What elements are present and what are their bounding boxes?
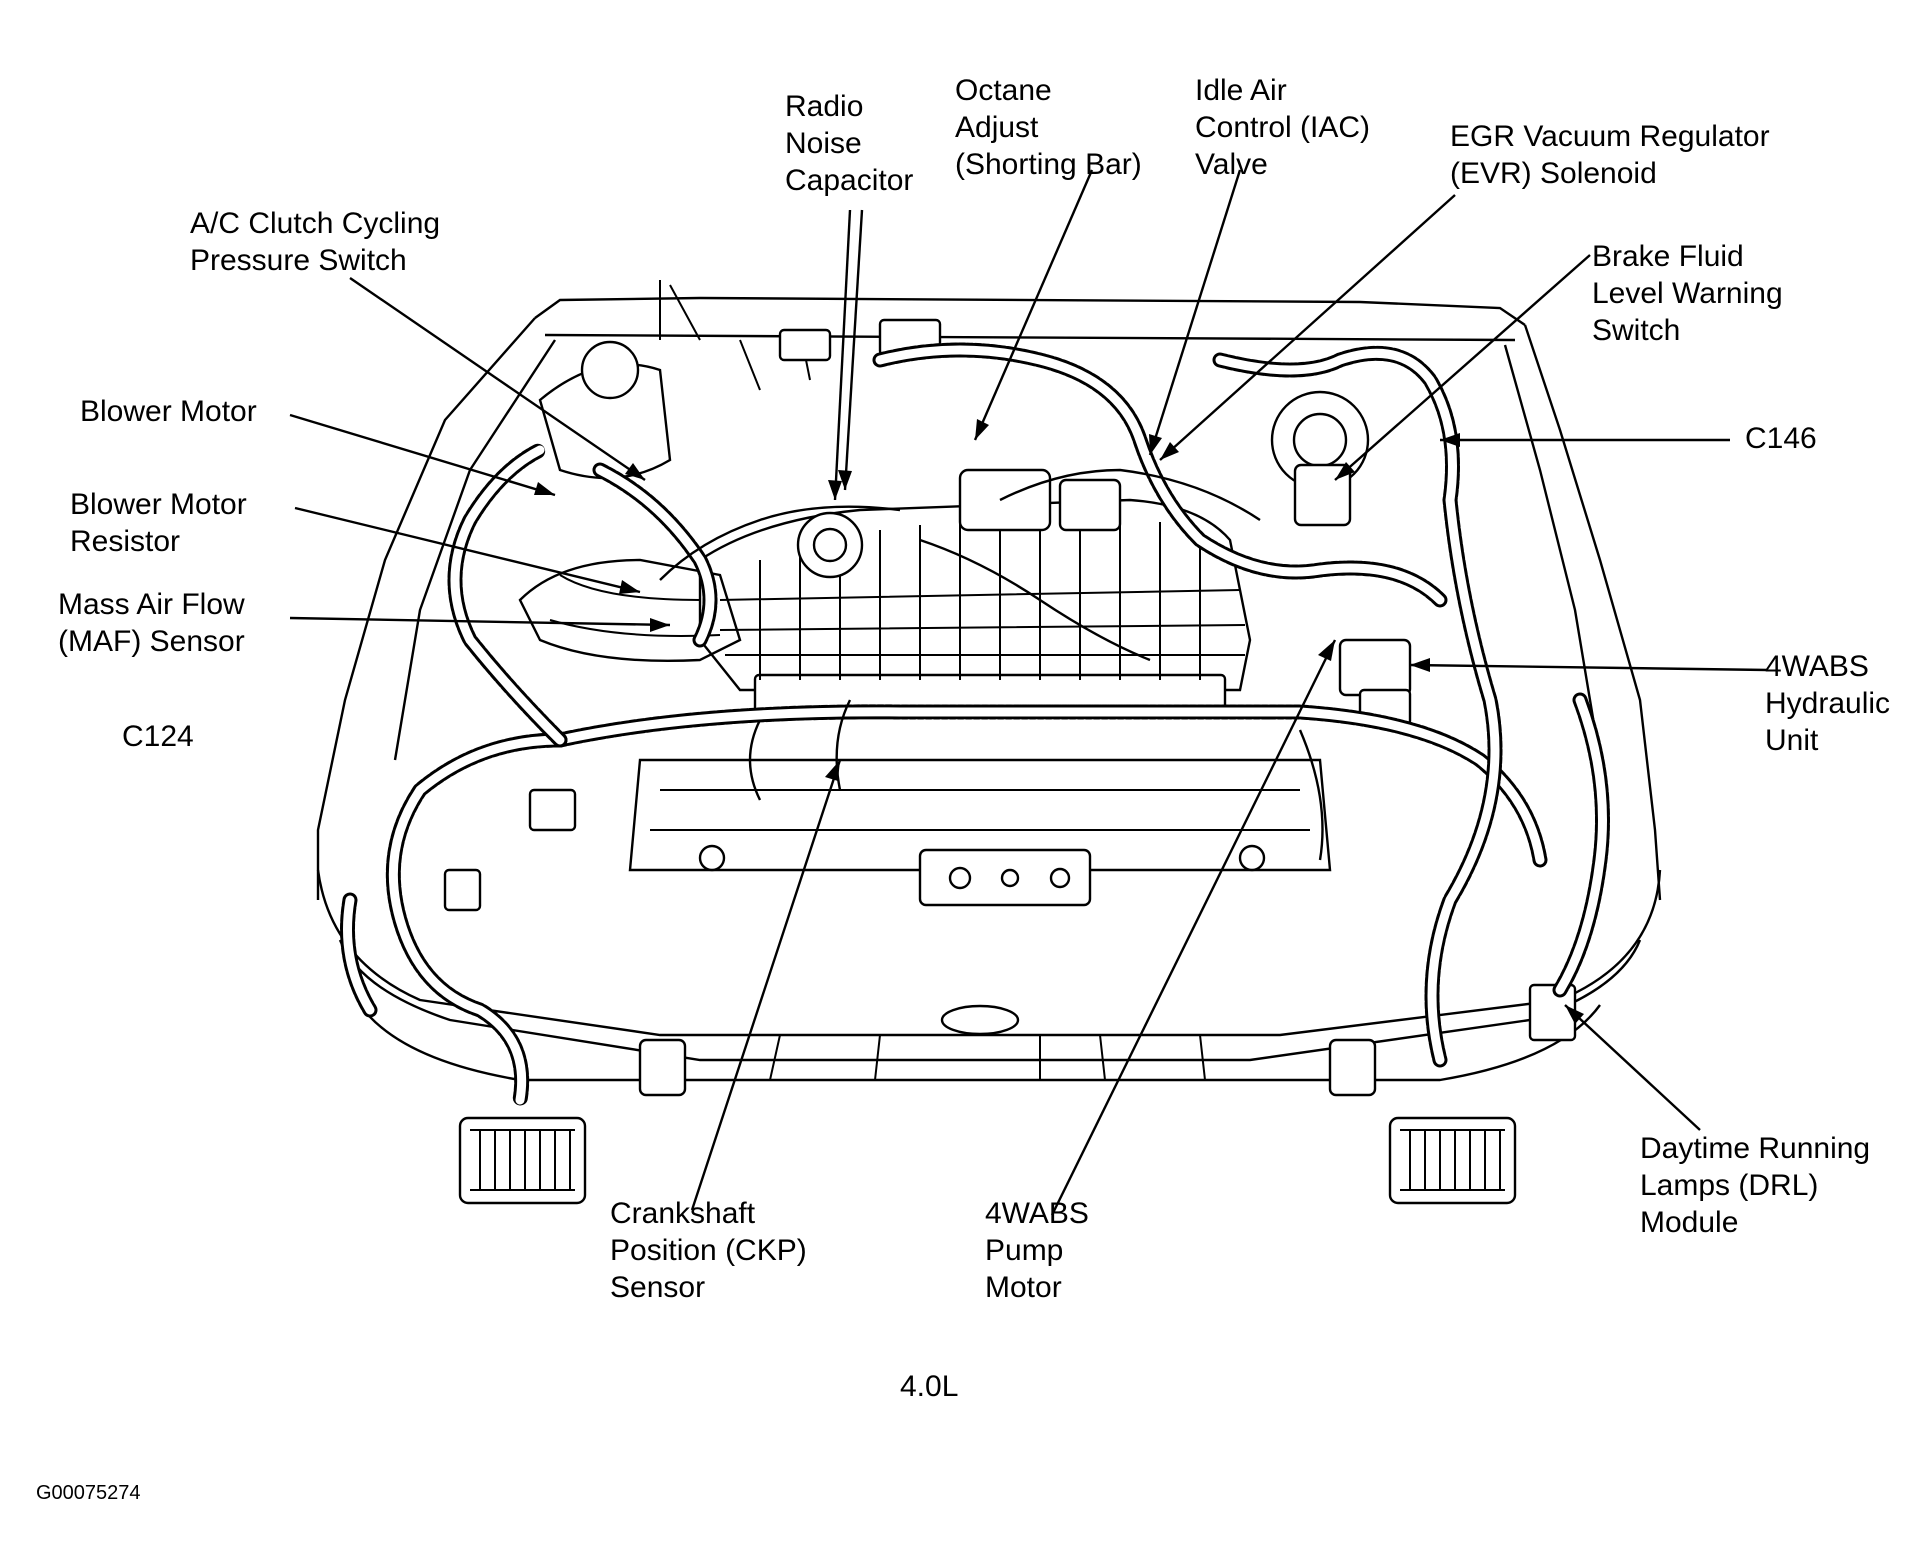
label-c124: C124 [122, 720, 194, 753]
label-blower-motor-resistor: Blower Motor Resistor [70, 488, 247, 558]
label-4wabs-hydraulic-unit: 4WABS Hydraulic Unit [1765, 650, 1891, 757]
4wabs-hydraulic-unit-body [1338, 638, 1412, 697]
label-ckp-sensor: Crankshaft Position (CKP) Sensor [610, 1197, 807, 1304]
engine-caption: 4.0L [900, 1370, 959, 1403]
label-octane-adjust: Octane Adjust (Shorting Bar) [955, 74, 1142, 181]
label-iac-valve: Idle Air Control (IAC) Valve [1195, 74, 1371, 181]
engine-assembly [443, 280, 1577, 1097]
label-c146: C146 [1745, 422, 1817, 455]
label-brake-fluid-switch: Brake Fluid Level Warning Switch [1592, 240, 1783, 347]
left-fog-lamp [458, 1116, 587, 1205]
label-drl-module: Daytime Running Lamps (DRL) Module [1640, 1132, 1871, 1239]
label-radio-noise-capacitor: Radio Noise Capacitor [785, 90, 914, 197]
label-blower-motor: Blower Motor [80, 395, 257, 428]
label-evr-solenoid: EGR Vacuum Regulator (EVR) Solenoid [1450, 120, 1770, 190]
drl-module-body [1528, 983, 1577, 1042]
label-ac-clutch-switch: A/C Clutch Cycling Pressure Switch [190, 207, 441, 277]
leader-lines [289, 169, 1769, 1216]
vehicle-body [316, 296, 1662, 1205]
leader-arrowheads [534, 419, 1584, 1024]
right-fog-lamp [1388, 1116, 1517, 1205]
ford-emblem [940, 1004, 1020, 1036]
wiring-harness [340, 342, 1610, 1108]
label-4wabs-pump-motor: 4WABS Pump Motor [985, 1197, 1089, 1304]
figure-id: G00075274 [36, 1482, 141, 1504]
label-maf-sensor: Mass Air Flow (MAF) Sensor [58, 588, 245, 658]
